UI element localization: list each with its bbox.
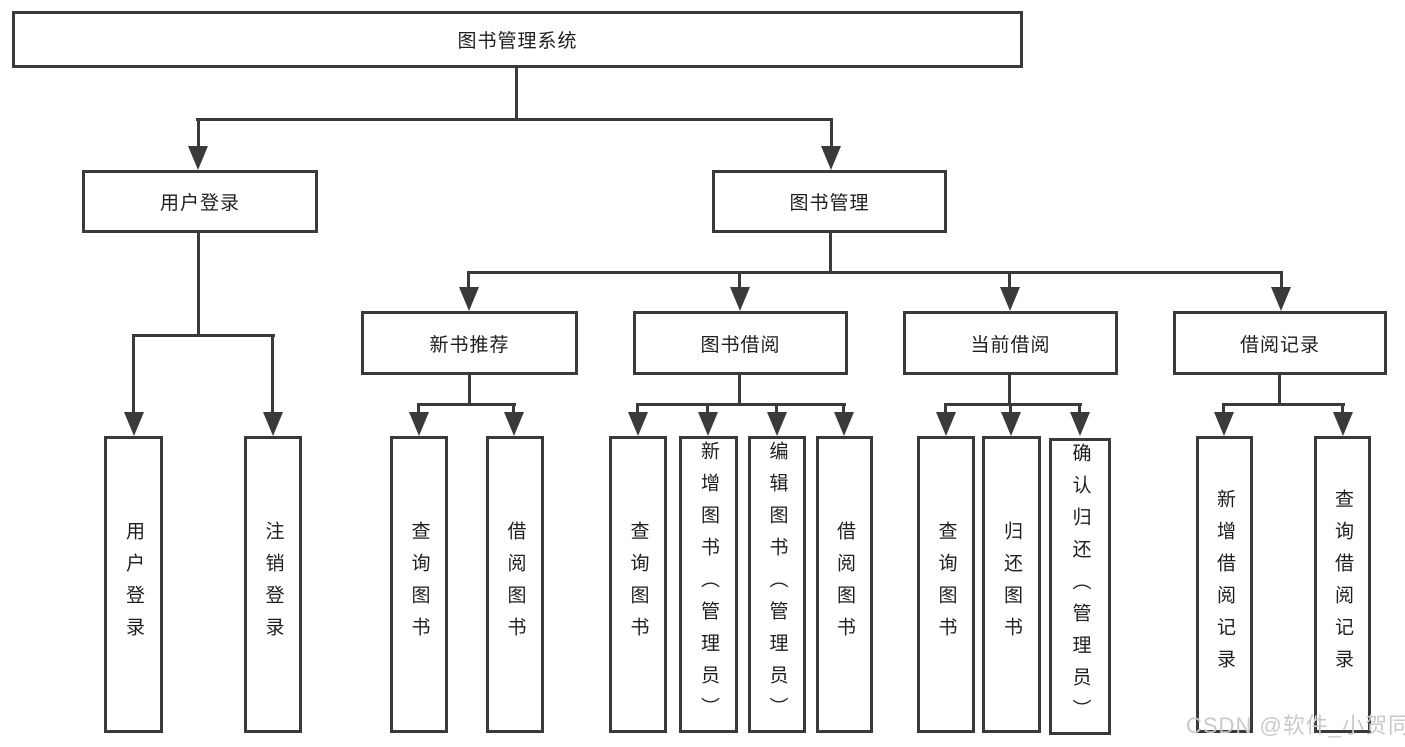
connector-borrow-drop-4 [842, 403, 845, 414]
connector-borrow-bar [636, 403, 846, 406]
connector-current-drop-2 [1009, 403, 1012, 414]
leaf-confirm-return-admin-label: 确认归还（管理员） [1069, 442, 1091, 731]
connector-arrowhead [698, 412, 718, 436]
watermark: CSDN @软件_小贺同学 [1186, 713, 1405, 738]
node-borrow-record: 借阅记录 [1173, 311, 1387, 375]
leaf-recommend-borrow-books: 借阅图书 [486, 436, 544, 733]
node-book-borrow: 图书借阅 [633, 311, 848, 375]
connector-root-bar [196, 118, 833, 121]
leaf-add-books-admin-label: 新增图书（管理员） [698, 440, 719, 729]
connector-current-bar [944, 403, 1082, 406]
leaf-add-borrow-record: 新增借阅记录 [1196, 436, 1253, 733]
connector-arrowhead [188, 146, 208, 170]
connector-current-drop-3 [1078, 403, 1081, 414]
leaf-return-books: 归还图书 [982, 436, 1041, 733]
node-current-borrow-label: 当前借阅 [970, 334, 1051, 356]
connector-record-drop-2 [1341, 403, 1344, 414]
connector-arrowhead [263, 412, 283, 436]
leaf-current-query-books: 查询图书 [917, 436, 975, 733]
connector-current-stem [1008, 375, 1011, 405]
leaf-recommend-query-books: 查询图书 [390, 436, 448, 733]
leaf-borrow-query-books-label: 查询图书 [627, 520, 649, 649]
connector-arrowhead [936, 412, 956, 436]
connector-arrowhead [459, 287, 479, 311]
leaf-query-borrow-record: 查询借阅记录 [1314, 436, 1371, 733]
connector-record-bar [1222, 403, 1345, 406]
leaf-edit-books-admin-label: 编辑图书（管理员） [766, 440, 788, 729]
node-root: 图书管理系统 [12, 11, 1023, 68]
connector-arrowhead [834, 412, 854, 436]
connector-arrowhead [1000, 287, 1020, 311]
leaf-logout-label: 注销登录 [262, 520, 284, 649]
leaf-logout: 注销登录 [244, 436, 302, 733]
leaf-current-query-books-label: 查询图书 [935, 520, 957, 649]
connector-root-stem [515, 68, 518, 119]
connector-record-drop-1 [1222, 403, 1225, 414]
node-book-management-label: 图书管理 [789, 193, 870, 214]
connector-arrowhead [1001, 412, 1021, 436]
connector-arrowhead [730, 287, 750, 311]
connector-arrowhead [124, 412, 144, 436]
connector-user-login-drop-2 [271, 334, 274, 414]
connector-root-drop-left [197, 118, 200, 148]
leaf-add-borrow-record-label: 新增借阅记录 [1214, 488, 1235, 681]
connector-arrowhead [821, 146, 841, 170]
connector-borrow-stem [738, 375, 741, 405]
leaf-query-borrow-record-label: 查询借阅记录 [1332, 488, 1353, 681]
connector-book-mgmt-drop-4 [1280, 271, 1283, 289]
connector-arrowhead [1214, 412, 1234, 436]
connector-borrow-drop-3 [775, 403, 778, 414]
connector-borrow-drop-1 [636, 403, 639, 414]
connector-recommend-drop-2 [512, 403, 515, 414]
connector-record-stem [1278, 375, 1281, 405]
leaf-recommend-borrow-books-label: 借阅图书 [504, 520, 526, 649]
connector-recommend-drop-1 [417, 403, 420, 414]
connector-root-drop-right [830, 118, 833, 148]
connector-arrowhead [504, 412, 524, 436]
leaf-user-login: 用户登录 [104, 436, 163, 733]
leaf-recommend-query-books-label: 查询图书 [408, 520, 430, 649]
connector-arrowhead [1333, 412, 1353, 436]
connector-user-login-stem [197, 233, 200, 336]
connector-arrowhead [628, 412, 648, 436]
leaf-borrow-query-books: 查询图书 [609, 436, 667, 733]
node-borrow-record-label: 借阅记录 [1239, 334, 1320, 356]
leaf-borrow-books: 借阅图书 [816, 436, 873, 733]
connector-recommend-stem [468, 375, 471, 405]
node-new-book-recommend-label: 新书推荐 [429, 334, 510, 356]
node-book-management: 图书管理 [712, 170, 947, 233]
leaf-confirm-return-admin: 确认归还（管理员） [1049, 438, 1111, 735]
node-book-borrow-label: 图书借阅 [700, 334, 781, 356]
connector-book-mgmt-stem [829, 233, 832, 273]
node-user-login: 用户登录 [82, 170, 318, 233]
node-new-book-recommend: 新书推荐 [361, 311, 578, 375]
leaf-return-books-label: 归还图书 [1001, 520, 1022, 649]
connector-arrowhead [1070, 412, 1090, 436]
leaf-add-books-admin: 新增图书（管理员） [679, 436, 738, 733]
connector-arrowhead [767, 412, 787, 436]
connector-arrowhead [409, 412, 429, 436]
node-root-label: 图书管理系统 [457, 31, 578, 52]
connector-book-mgmt-bar [467, 271, 1283, 274]
connector-user-login-drop-1 [132, 334, 135, 414]
node-current-borrow: 当前借阅 [903, 311, 1118, 375]
leaf-borrow-books-label: 借阅图书 [834, 520, 855, 649]
connector-borrow-drop-2 [706, 403, 709, 414]
node-user-login-label: 用户登录 [159, 193, 240, 214]
connector-book-mgmt-drop-3 [1008, 271, 1011, 289]
connector-current-drop-1 [944, 403, 947, 414]
leaf-user-login-label: 用户登录 [123, 520, 144, 649]
connector-user-login-bar [132, 334, 275, 337]
connector-book-mgmt-drop-1 [467, 271, 470, 289]
leaf-edit-books-admin: 编辑图书（管理员） [748, 436, 806, 733]
connector-arrowhead [1271, 287, 1291, 311]
connector-recommend-bar [417, 403, 516, 406]
connector-book-mgmt-drop-2 [738, 271, 741, 289]
